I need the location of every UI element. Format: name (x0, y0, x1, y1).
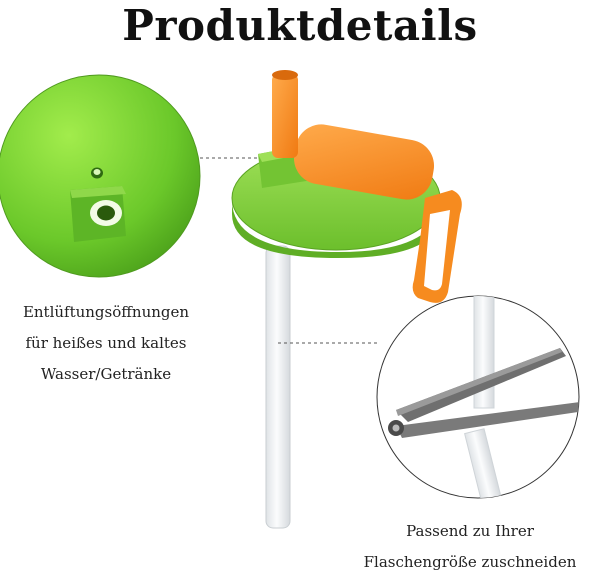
page-title: Produktdetails (122, 1, 478, 50)
cut-caption-line-1: Passend zu Ihrer (406, 522, 534, 540)
cut-caption-line-2: Flaschengröße zuschneiden (363, 553, 577, 571)
orange-straw-body (293, 124, 435, 200)
vent-caption-line-1: Entlüftungsöffnungen (22, 303, 190, 321)
vent-closeup-disc (0, 74, 201, 278)
clear-straw (265, 245, 291, 529)
orange-mouthpiece (272, 74, 298, 158)
vent-caption: Entlüftungsöffnungen für heißes und kalt… (6, 297, 206, 390)
cut-caption: Passend zu Ihrer Flaschengröße zuschneid… (340, 516, 600, 578)
vent-caption-line-2: für heißes und kaltes (25, 334, 187, 352)
lid-with-straw (231, 70, 462, 529)
vent-caption-line-3: Wasser/Getränke (40, 365, 172, 383)
cut-closeup-disc (376, 295, 580, 499)
